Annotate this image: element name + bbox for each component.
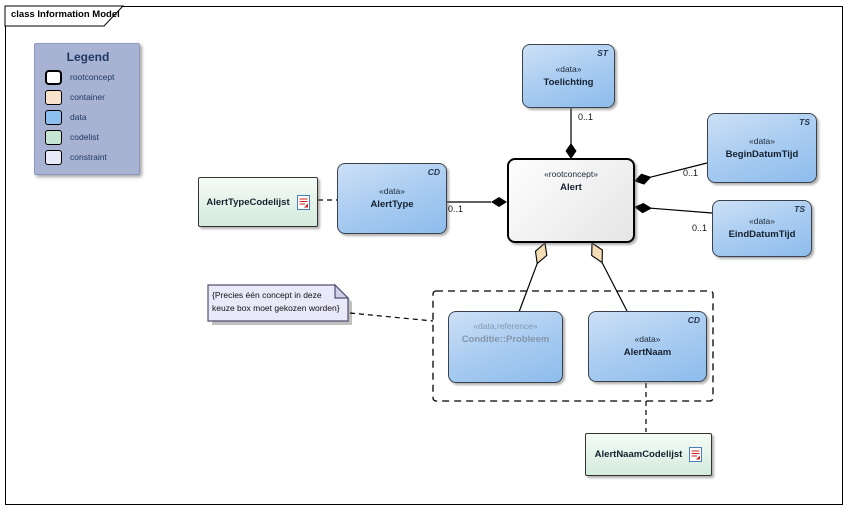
node-name: Toelichting [543,76,594,88]
container-swatch-icon [45,89,62,105]
note-shape[interactable] [207,283,352,325]
type-marker: TS [799,117,810,127]
stereotype-label: «data» [749,135,775,146]
node-name: BeginDatumTijd [725,148,799,160]
multiplicity-label: 0..1 [692,223,708,233]
connector-note-choicebox[interactable] [349,312,434,322]
node-name: AlertNaam [623,347,672,359]
codelist-swatch-icon [45,129,62,145]
connector-alert-alerttype[interactable] [447,197,507,207]
connector-alert-einddatumtijd[interactable] [633,203,713,214]
constraint-swatch-icon [45,149,62,165]
node-alertnaamcodelijst[interactable]: AlertNaamCodelijst [585,433,712,476]
rootconcept-swatch-icon [45,69,62,85]
connector-alert-toelichting[interactable] [565,108,577,159]
node-alerttypecodelijst[interactable]: AlertTypeCodelijst [198,177,318,227]
legend-item-label: data [70,112,87,122]
node-alert[interactable]: «rootconcept» Alert [507,158,635,243]
node-conditieprobleem[interactable]: «data,reference» Conditie::Probleem [448,311,563,383]
stereotype-label: «data» [555,63,582,74]
node-name: Conditie::Probleem [461,333,550,345]
stereotype-label: «data» [749,216,775,227]
document-icon [689,447,703,462]
multiplicity-label: 0..1 [683,168,699,178]
node-name: EindDatumTijd [728,229,796,241]
frame-tab-label: class Information Model [11,9,120,20]
legend-title: Legend [66,50,110,64]
type-marker: ST [597,48,608,58]
legend-item-label: container [70,92,105,102]
node-alerttype[interactable]: CD «data» AlertType [337,163,447,234]
node-alertnaam[interactable]: CD «data» AlertNaam [588,311,707,382]
stereotype-label: «rootconcept» [544,169,598,179]
multiplicity-label: 0..1 [448,204,464,214]
legend-item-rootconcept: rootconcept [45,69,131,85]
legend-item-codelist: codelist [45,129,131,145]
type-marker: CD [687,315,700,325]
stereotype-label: «data» [634,334,661,345]
node-begindatumtijd[interactable]: TS «data» BeginDatumTijd [707,113,817,183]
note-text: {Precies één concept in deze keuze box m… [212,290,340,314]
legend-item-label: rootconcept [70,72,115,82]
data-swatch-icon [45,109,62,125]
type-marker: CD [427,167,440,177]
legend-item-container: container [45,89,131,105]
multiplicity-label: 0..1 [578,112,594,122]
legend: Legend rootconcept container data codeli… [34,43,140,175]
choice-constraint-box[interactable] [432,290,714,402]
connector-alert-begindatumtijd[interactable] [634,162,708,185]
document-icon [296,194,310,210]
legend-item-data: data [45,109,131,125]
node-name: Alert [560,181,582,193]
node-name: AlertTypeCodelijst [206,196,290,208]
frame-tab [4,5,125,27]
connector-alert-alertnaam[interactable] [591,241,628,312]
node-toelichting[interactable]: ST «data» Toelichting [522,44,615,108]
legend-item-label: constraint [70,152,107,162]
node-name: AlertType [370,199,414,211]
node-name: AlertNaamCodelijst [594,449,683,460]
legend-item-label: codelist [70,132,99,142]
stereotype-label: «data,reference» [473,321,538,331]
connector-alert-conditieprobleem[interactable] [518,241,548,313]
stereotype-label: «data» [379,186,405,197]
type-marker: TS [794,204,805,214]
legend-item-constraint: constraint [45,149,131,165]
node-einddatumtijd[interactable]: TS «data» EindDatumTijd [712,200,812,257]
diagram-frame [5,6,843,505]
